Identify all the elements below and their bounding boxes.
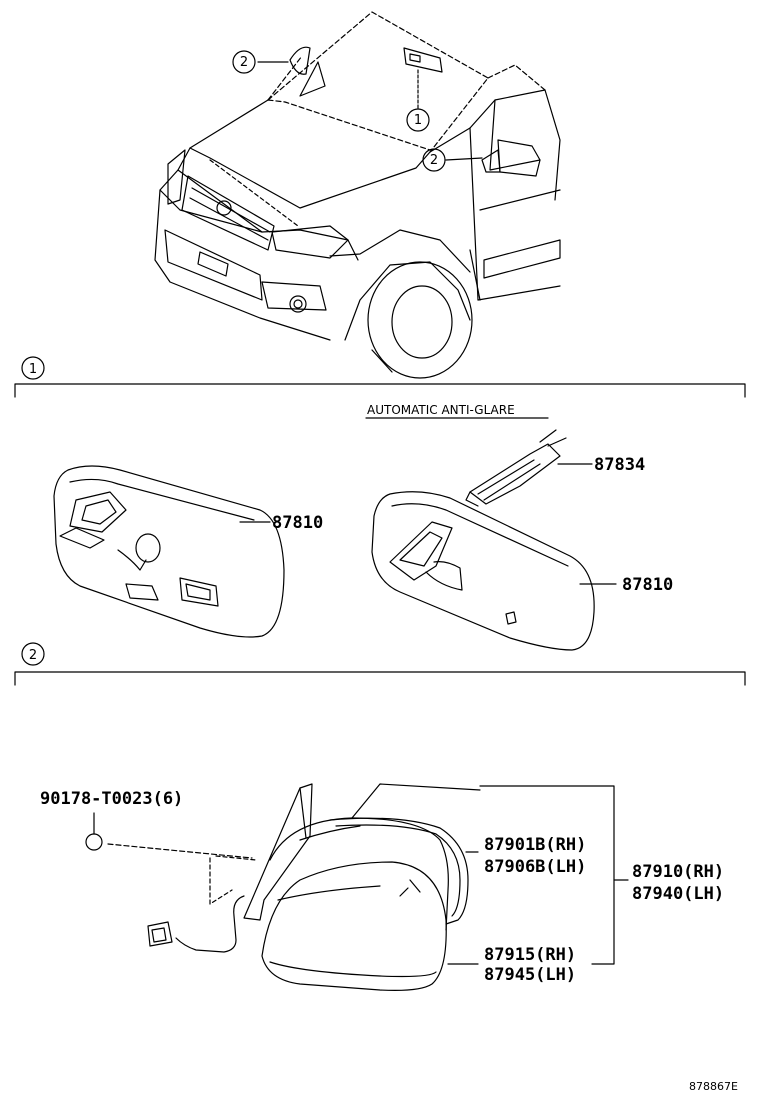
part-87910-label: 87910(RH) bbox=[632, 862, 724, 882]
part-87834-label: 87834 bbox=[594, 455, 645, 475]
part-87810-auto-label: 87810 bbox=[622, 575, 673, 595]
callout-label-2-top: 2 bbox=[240, 55, 248, 70]
callout-label-1: 1 bbox=[414, 113, 422, 128]
callout-circle-2-side bbox=[422, 148, 446, 172]
part-87906b-label: 87906B(LH) bbox=[484, 857, 586, 877]
callout-circle-1 bbox=[406, 108, 430, 132]
section-1-marker: 1 bbox=[29, 362, 37, 377]
auto-anti-glare-caption: AUTOMATIC ANTI-GLARE bbox=[367, 403, 515, 417]
inner-mirror-standard bbox=[53, 465, 285, 638]
callout-label-2-side: 2 bbox=[430, 153, 438, 168]
section-2-bracket bbox=[14, 671, 746, 686]
part-87901b-label: 87901B(RH) bbox=[484, 835, 586, 855]
callout-circle-2-top bbox=[232, 50, 256, 74]
part-87915-label: 87915(RH) bbox=[484, 945, 576, 965]
section-2-marker: 2 bbox=[29, 648, 37, 663]
inner-mirror-auto bbox=[371, 429, 617, 651]
part-87945-label: 87945(LH) bbox=[484, 965, 576, 985]
part-87810-standard-label: 87810 bbox=[272, 513, 323, 533]
diagram-reference-code: 878867E bbox=[689, 1080, 738, 1093]
outer-mirror-assembly bbox=[85, 783, 629, 991]
section-1-bracket bbox=[14, 383, 746, 398]
vehicle-drawing bbox=[154, 11, 561, 379]
section-2-marker-circle bbox=[21, 642, 45, 666]
section-1-marker-circle bbox=[21, 356, 45, 380]
part-87940-label: 87940(LH) bbox=[632, 884, 724, 904]
part-screw-label: 90178-T0023(6) bbox=[40, 789, 183, 809]
